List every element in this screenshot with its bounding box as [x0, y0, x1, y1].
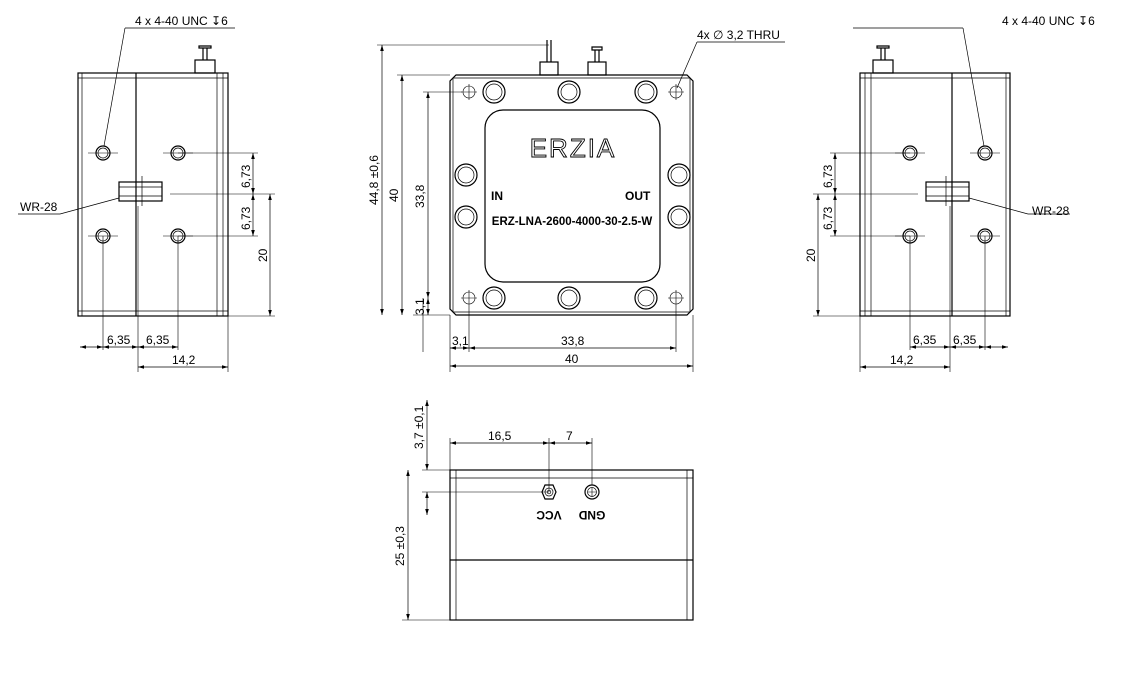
front-view: ERZIA IN OUT ERZ-LNA-2600-4000-30-2.5-W … [367, 28, 785, 372]
dim-right: 6,35 [146, 333, 170, 347]
dim-width: 40 [565, 352, 579, 366]
dim-hole-spacing-v: 33,8 [413, 184, 427, 208]
dim-hole-offset-h: 3,1 [452, 334, 469, 348]
dim-vcc-pos: 16,5 [488, 429, 512, 443]
dim-overall-height: 44,8 ±0,6 [367, 155, 381, 205]
top-connectors [539, 40, 607, 76]
hole-note: 4x ∅ 3,2 THRU [697, 28, 780, 42]
dim-hole-up: 6,73 [821, 164, 835, 188]
dim-hole-spacing-h: 33,8 [561, 334, 585, 348]
dim-left: 6,35 [107, 333, 131, 347]
erzia-logo: ERZIA [530, 133, 617, 163]
out-label: OUT [625, 189, 651, 203]
screws [454, 80, 691, 310]
thread-note: 4 x 4-40 UNC ↧6 [135, 14, 228, 28]
dim-hole-down: 6,73 [239, 206, 253, 230]
vcc-label: VCC [536, 508, 562, 522]
waveguide-label: WR-28 [1032, 204, 1070, 218]
dim-hole-offset-v: 3,1 [413, 298, 427, 315]
in-label: IN [491, 189, 503, 203]
left-side-view: 4 x 4-40 UNC ↧6 WR-28 6,73 6,73 20 6,35 … [18, 14, 275, 372]
dim-left: 6,35 [913, 333, 937, 347]
waveguide-label: WR-28 [20, 200, 58, 214]
dim-hole-down: 6,73 [821, 206, 835, 230]
dim-width: 14,2 [172, 353, 196, 367]
dim-connector-offset: 3,7 ±0,1 [412, 405, 426, 449]
gnd-connector [584, 484, 600, 500]
thread-note: 4 x 4-40 UNC ↧6 [1002, 14, 1095, 28]
dim-hole-up: 6,73 [239, 164, 253, 188]
bottom-view: VCC GND 16,5 7 3,7 ±0,1 25 ±0,3 [393, 400, 694, 621]
right-side-view: 4 x 4-40 UNC ↧6 WR-28 6,73 6,73 20 6,35 … [804, 14, 1095, 372]
gnd-label: GND [578, 508, 605, 522]
dim-height: 40 [387, 188, 401, 202]
dim-height: 20 [804, 248, 818, 262]
dim-gnd-spacing: 7 [566, 429, 573, 443]
dim-height: 20 [256, 248, 270, 262]
thru-holes [461, 84, 684, 352]
dim-right: 6,35 [953, 333, 977, 347]
dim-thickness: 25 ±0,3 [393, 526, 407, 566]
part-number: ERZ-LNA-2600-4000-30-2.5-W [492, 216, 653, 228]
dim-width: 14,2 [890, 353, 914, 367]
